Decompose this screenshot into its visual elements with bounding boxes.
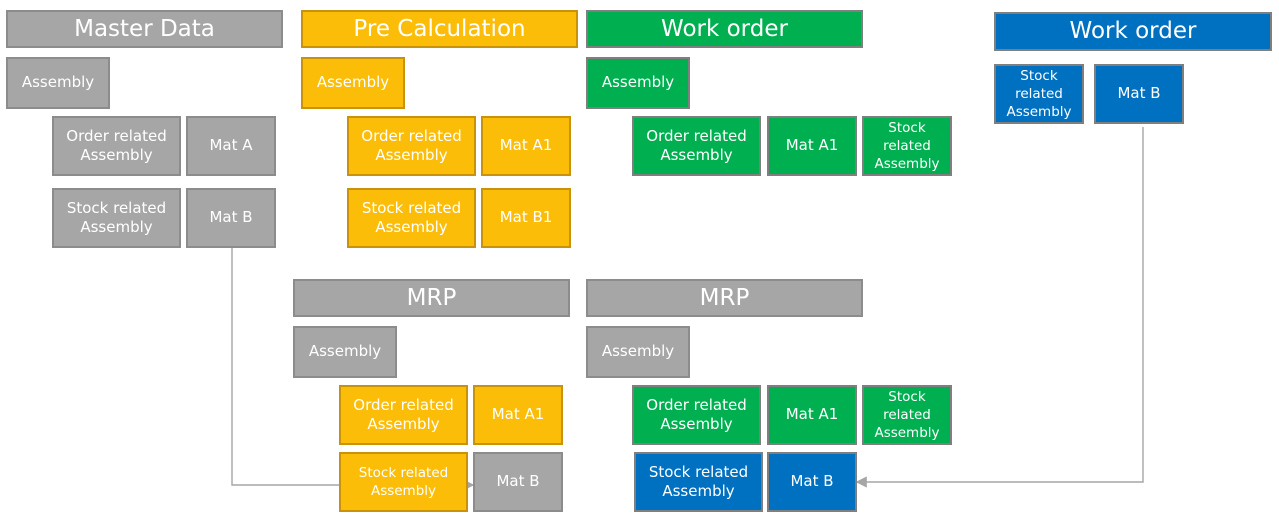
mrp1-assembly-box: Assembly [293,326,397,378]
workorder2-mat-b-box: Mat B [1094,64,1184,124]
mrp2-assembly-box: Assembly [586,326,690,378]
work-order-header-green: Work order [586,10,863,48]
master-mat-b-box: Mat B [186,188,276,248]
precalc-order-related-assembly-box: Order related Assembly [347,116,476,176]
precalc-mat-b1-box: Mat B1 [481,188,571,248]
work-order-header-blue: Work order [994,12,1272,51]
mrp1-stock-related-assembly-box: Stock related Assembly [339,452,468,512]
mrp1-mat-a1-box: Mat A1 [473,385,563,445]
workorder-assembly-box: Assembly [586,57,690,109]
pre-calculation-header: Pre Calculation [301,10,578,48]
mrp2-mat-a1-box: Mat A1 [767,385,857,445]
mrp2-stock-related-assembly-box: Stock related Assembly [634,452,763,512]
mrp1-order-related-assembly-box: Order related Assembly [339,385,468,445]
precalc-assembly-box: Assembly [301,57,405,109]
workorder-mat-a1-box: Mat A1 [767,116,857,176]
master-assembly-box: Assembly [6,57,110,109]
mrp2-order-related-assembly-box: Order related Assembly [632,385,761,445]
precalc-mat-a1-box: Mat A1 [481,116,571,176]
workorder-stock-related-assembly-box: Stock related Assembly [862,116,952,176]
master-stock-related-assembly-box: Stock related Assembly [52,188,181,248]
master-order-related-assembly-box: Order related Assembly [52,116,181,176]
precalc-stock-related-assembly-box: Stock related Assembly [347,188,476,248]
workorder-order-related-assembly-box: Order related Assembly [632,116,761,176]
mrp1-mat-b-box: Mat B [473,452,563,512]
workorder2-stock-related-assembly-box: Stock related Assembly [994,64,1084,124]
master-mat-a-box: Mat A [186,116,276,176]
mrp-header-left: MRP [293,279,570,317]
mrp-header-right: MRP [586,279,863,317]
mrp2-stock-related-small-box: Stock related Assembly [862,385,952,445]
master-data-header: Master Data [6,10,283,48]
mrp2-mat-b-box: Mat B [767,452,857,512]
